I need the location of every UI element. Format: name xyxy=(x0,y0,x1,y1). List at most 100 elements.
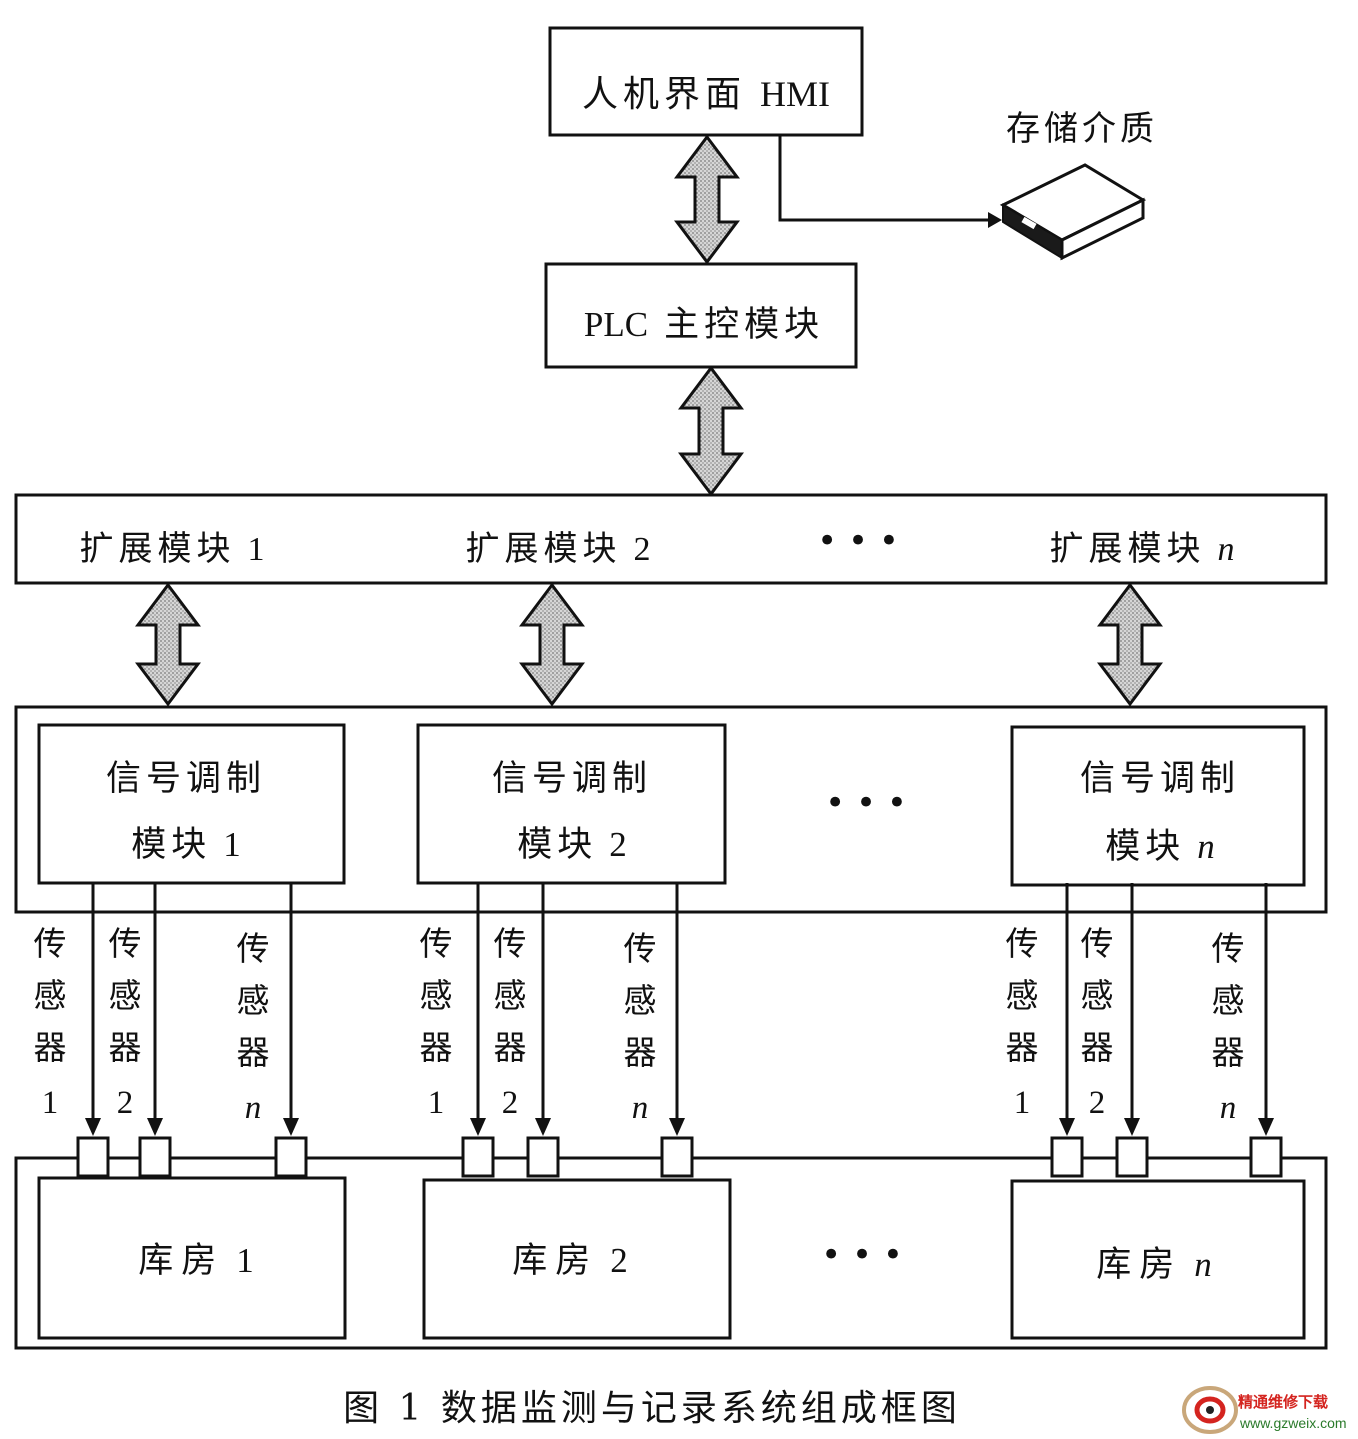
sensor-label-number-g1-s1: 1 xyxy=(42,1085,59,1121)
signal-module-n-number: n xyxy=(1197,827,1215,866)
expansion-module-2-number: 2 xyxy=(634,531,651,568)
expansion-module-n-number: n xyxy=(1218,531,1235,568)
expansion-module-1-number: 1 xyxy=(248,531,265,568)
watermark-text: 精通维修下载 xyxy=(1238,1393,1328,1411)
sensor-label-number-g2-sn: n xyxy=(632,1090,649,1126)
sensor-label-char-g2-sn: 感 xyxy=(624,981,657,1020)
svg-text:库房2: 库房 2 xyxy=(512,1241,628,1281)
sensor-arrowhead-g2-s2 xyxy=(535,1118,551,1136)
storage-device-icon xyxy=(999,163,1147,261)
sensor-label-char-gn-s2: 感 xyxy=(1081,976,1114,1015)
sensor-arrowhead-g1-s1 xyxy=(85,1118,101,1136)
sensor-label-char-gn-s2: 器 xyxy=(1081,1028,1114,1067)
sensor-arrowhead-gn-sn xyxy=(1258,1118,1274,1136)
sensor-connector-g1-sn xyxy=(274,1136,308,1178)
svg-text:库房1: 库房1 xyxy=(138,1241,254,1281)
warehouse-n-label: 库房 xyxy=(1096,1245,1182,1285)
signal-module-1-number: 1 xyxy=(223,825,241,864)
sensor-label-char-g1-s1: 传 xyxy=(34,924,67,963)
sensor-label-char-g2-s1: 感 xyxy=(420,976,453,1015)
sensor-label-char-gn-s2: 传 xyxy=(1081,924,1114,963)
warehouse-ellipsis: • • • xyxy=(821,1235,903,1275)
sensor-connector-g2-sn xyxy=(660,1136,694,1178)
warehouse-n-number: n xyxy=(1194,1245,1212,1284)
sensor-arrowhead-g2-sn xyxy=(669,1118,685,1136)
svg-text:模块n: 模块n xyxy=(1105,827,1215,867)
storage-label: 存储介质 xyxy=(1006,109,1158,149)
sensor-label-char-g2-sn: 传 xyxy=(624,929,657,968)
sensor-arrowhead-g2-s1 xyxy=(470,1118,486,1136)
plc-label-cn: 主控模块 xyxy=(664,305,824,345)
signal-module-2-line2: 模块 xyxy=(517,825,597,865)
sensor-arrowhead-gn-s2 xyxy=(1124,1118,1140,1136)
expansion-module-2-label: 扩展模块 xyxy=(466,529,622,569)
sensor-label-char-g1-s1: 感 xyxy=(34,976,67,1015)
sensor-label-char-gn-sn: 传 xyxy=(1212,929,1245,968)
sensor-label-number-gn-sn: n xyxy=(1220,1090,1237,1126)
warehouse-n-box xyxy=(1010,1179,1306,1340)
warehouse-2-label: 库房 xyxy=(512,1241,598,1281)
sensor-label-char-g1-sn: 感 xyxy=(237,981,270,1020)
warehouse-2-number: 2 xyxy=(610,1241,628,1280)
expansion-n-signal-double-arrow xyxy=(1097,582,1163,707)
expansion-module-n-label: 扩展模块 xyxy=(1050,529,1206,569)
sensor-arrowhead-g1-s2 xyxy=(147,1118,163,1136)
sensor-label-char-g2-s1: 传 xyxy=(420,924,453,963)
sensor-label-char-g1-sn: 器 xyxy=(237,1033,270,1072)
signal-module-n-box xyxy=(1010,725,1306,887)
sensor-label-char-g2-sn: 器 xyxy=(624,1033,657,1072)
sensor-arrowhead-g1-sn xyxy=(283,1118,299,1136)
signal-modules-container xyxy=(14,705,1328,914)
sensor-label-char-gn-s1: 传 xyxy=(1006,924,1039,963)
sensor-label-char-g1-s2: 传 xyxy=(109,924,142,963)
watermark: 精通维修下载 www.gzweix.com xyxy=(1182,1386,1347,1434)
sensor-label-char-g2-s2: 器 xyxy=(494,1028,527,1067)
watermark-logo-icon xyxy=(1182,1386,1238,1434)
expansion-2-signal-double-arrow xyxy=(519,582,585,707)
hmi-plc-double-arrow xyxy=(674,134,740,265)
hmi-to-storage-arrowhead xyxy=(988,212,1002,228)
double-arrows xyxy=(135,134,1163,707)
expansion-module-1-label: 扩展模块 xyxy=(80,529,236,569)
svg-text:模块1: 模块1 xyxy=(131,825,241,865)
signal-module-2-number: 2 xyxy=(609,825,627,864)
sensor-label-char-g2-s2: 传 xyxy=(494,924,527,963)
signal-ellipsis: • • • xyxy=(825,783,907,823)
sensor-label-char-gn-s1: 感 xyxy=(1006,976,1039,1015)
plc-box xyxy=(544,262,858,369)
hmi-box xyxy=(548,26,864,137)
signal-module-1-line1: 信号调制 xyxy=(106,759,266,799)
warehouse-1-box xyxy=(37,1176,347,1340)
hmi-label-cn: 人机界面 xyxy=(582,74,746,115)
sensor-label-char-g2-s2: 感 xyxy=(494,976,527,1015)
sensor-label-number-g1-s2: 2 xyxy=(117,1085,134,1121)
sensor-label-char-g1-s2: 感 xyxy=(109,976,142,1015)
sensor-label-char-gn-sn: 感 xyxy=(1212,981,1245,1020)
sensor-connector-gn-s2 xyxy=(1115,1136,1149,1178)
plc-expansion-double-arrow xyxy=(678,365,744,497)
signal-module-n-line1: 信号调制 xyxy=(1080,759,1240,799)
figure-caption: 图 1 数据监测与记录系统组成框图 xyxy=(343,1388,961,1429)
expansion-1-signal-double-arrow xyxy=(135,582,201,707)
plc-label-en: PLC xyxy=(584,305,648,344)
sensor-label-number-g2-s1: 1 xyxy=(428,1085,445,1121)
sensor-label-char-g1-sn: 传 xyxy=(237,929,270,968)
sensor-arrowhead-gn-s1 xyxy=(1059,1118,1075,1136)
sensor-connector-gn-sn xyxy=(1249,1136,1283,1178)
expansion-ellipsis: • • • xyxy=(817,521,899,561)
signal-module-2-box xyxy=(416,723,727,885)
warehouse-1-label: 库房 xyxy=(138,1241,224,1281)
sensor-label-char-gn-s1: 器 xyxy=(1006,1028,1039,1067)
signal-module-1-box xyxy=(37,723,346,885)
sensor-label-number-gn-s2: 2 xyxy=(1089,1085,1106,1121)
signal-module-2-line1: 信号调制 xyxy=(492,759,652,799)
sensor-label-number-g2-s2: 2 xyxy=(502,1085,519,1121)
